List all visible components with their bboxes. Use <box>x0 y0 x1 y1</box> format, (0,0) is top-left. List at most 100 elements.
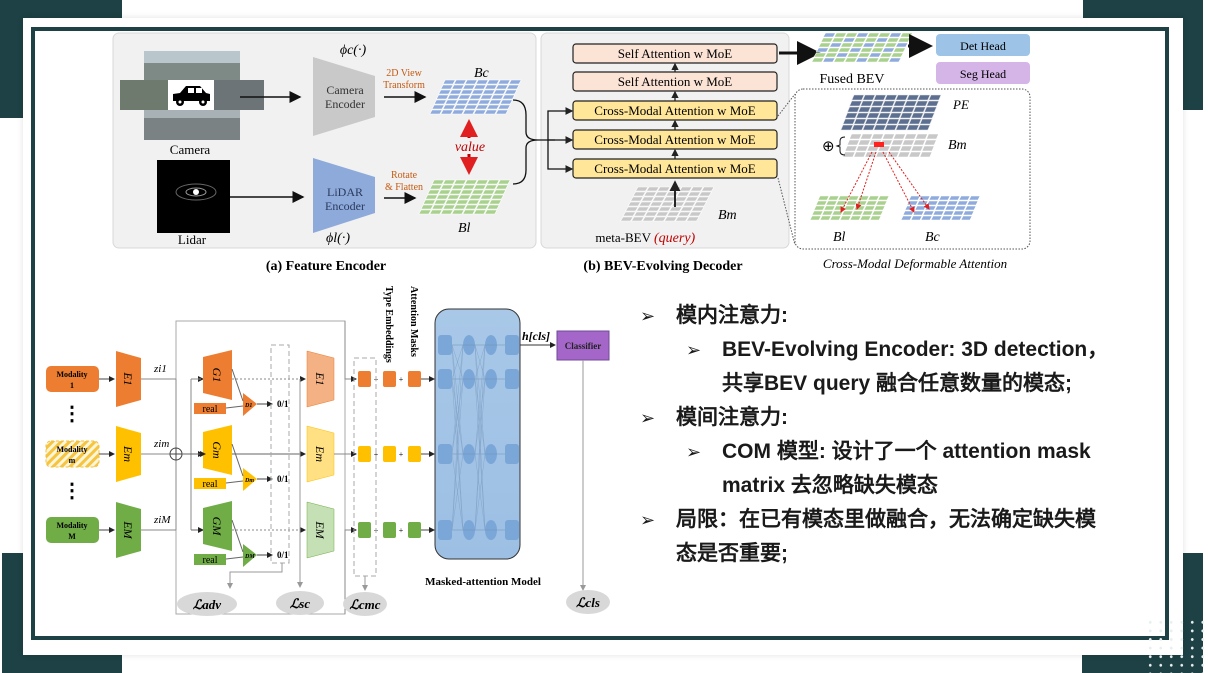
bc-cell <box>440 84 454 90</box>
lidar-image <box>157 160 230 233</box>
attention-mask-m <box>408 446 421 462</box>
bl-cell <box>460 189 474 195</box>
generator-label: G1 <box>210 368 224 383</box>
bc-cell <box>495 109 509 115</box>
deform-bl-cell <box>859 215 872 221</box>
disc-label: Dm <box>244 478 254 484</box>
bullet-text: 共享BEV query 融合任意数量的模态; <box>722 372 1073 395</box>
bc-cell <box>457 94 472 100</box>
bm-cell <box>848 133 863 140</box>
pe-cell <box>893 100 907 107</box>
attention-masks-label: Attention Masks <box>408 286 419 357</box>
pe-cell <box>855 112 869 119</box>
meta-bev-cell <box>676 191 691 197</box>
bl-cell <box>427 189 441 195</box>
meta-bev-cell <box>627 201 642 207</box>
bl-cell <box>444 199 458 205</box>
meta-bev-cell <box>663 216 678 222</box>
fused-cell <box>886 37 900 43</box>
deform-bl-cell <box>845 200 858 206</box>
cmc-group-box <box>353 357 377 577</box>
fused-cell <box>864 37 878 43</box>
lidar-label: Lidar <box>178 232 207 247</box>
bc-cell <box>497 79 511 85</box>
decoder-block-label: Cross-Modal Attention w MoE <box>594 103 755 118</box>
bm-cell <box>925 133 940 140</box>
bc-cell <box>442 104 456 110</box>
bc-cell <box>508 79 522 85</box>
fused-cell <box>822 32 837 38</box>
binary-label: 0/1 <box>277 550 289 560</box>
classifier-label: Classifier <box>565 341 602 351</box>
bl-cell <box>495 184 509 190</box>
bc-cell <box>479 94 494 100</box>
bc-cell <box>466 99 480 105</box>
pe-cell <box>864 118 878 125</box>
deform-bc-cell <box>968 195 981 201</box>
fused-cell <box>895 42 909 48</box>
bm-cell <box>881 133 896 140</box>
bullet-arrow-icon: ➢ <box>640 510 656 530</box>
deform-bl-cell <box>815 200 828 206</box>
meta-bev-cell <box>674 216 689 222</box>
fused-bev-label: Fused BEV <box>820 72 885 87</box>
deform-bc-cell <box>948 195 961 201</box>
query-label: (query) <box>654 231 696 246</box>
feature-encoder-caption: (a) Feature Encoder <box>266 259 386 274</box>
bc-cell <box>468 94 483 100</box>
pe-cell <box>866 112 880 119</box>
ellipsis-2: ⋮ <box>62 480 82 502</box>
bl-cell <box>429 209 443 215</box>
fused-cell <box>875 37 889 43</box>
deform-bc-label: Bc <box>925 230 941 245</box>
bl-cell <box>457 194 472 200</box>
pe-cell <box>853 118 867 125</box>
camera-encoder-line1: Camera <box>326 83 364 97</box>
deform-bl-cell <box>843 205 856 211</box>
loss-cls-label: ℒcls <box>576 595 600 610</box>
bm-cell <box>846 139 860 146</box>
decoder-block-5 <box>572 158 778 179</box>
bc-cell <box>499 99 513 105</box>
bullet-arrow-icon: ➢ <box>686 442 702 462</box>
bc-cell <box>444 99 458 105</box>
bl-cell <box>477 199 491 205</box>
pe-cell <box>915 100 929 107</box>
deform-bc-cell <box>960 215 973 221</box>
deform-bc-cell <box>956 200 969 206</box>
pe-cell <box>917 124 931 131</box>
bm-cell <box>910 145 924 152</box>
pe-cell <box>840 124 854 131</box>
bullet-arrow-icon: ➢ <box>640 306 656 326</box>
bm-cell <box>844 145 858 152</box>
value-label: value <box>455 140 485 155</box>
disc-label: D1 <box>244 403 252 409</box>
modality-label-line2: m <box>69 456 76 465</box>
bl-cell <box>490 194 505 200</box>
deform-bl-cell <box>823 205 836 211</box>
type-embedding-M <box>383 522 396 538</box>
pe-cell <box>860 100 874 107</box>
masked-attention-model-label: Masked-attention Model <box>425 576 541 588</box>
modality-box-M <box>46 517 99 543</box>
real-box <box>194 403 226 414</box>
fused-cell <box>879 52 893 58</box>
meta-bev-cell <box>685 216 700 222</box>
svg-text:+: + <box>399 450 404 459</box>
deform-bc-cell <box>952 210 965 216</box>
bc-cell <box>475 79 489 85</box>
bullet-item-5: ➢COM 模型: 设计了一个 attention mask <box>686 435 1091 469</box>
fused-cell <box>829 42 843 48</box>
meta-bev-cell <box>700 186 715 192</box>
bc-cell <box>455 99 469 105</box>
bl-cell <box>440 184 454 190</box>
query-point <box>874 142 884 147</box>
pe-cell <box>842 118 856 125</box>
token-m <box>358 446 371 462</box>
meta-bev-cell <box>690 206 705 212</box>
discriminator-shape-1 <box>243 393 257 416</box>
meta-bev-cell <box>629 196 644 202</box>
bm-cell <box>901 139 915 146</box>
deform-bc-cell <box>924 205 937 211</box>
bl-cell <box>429 184 443 190</box>
